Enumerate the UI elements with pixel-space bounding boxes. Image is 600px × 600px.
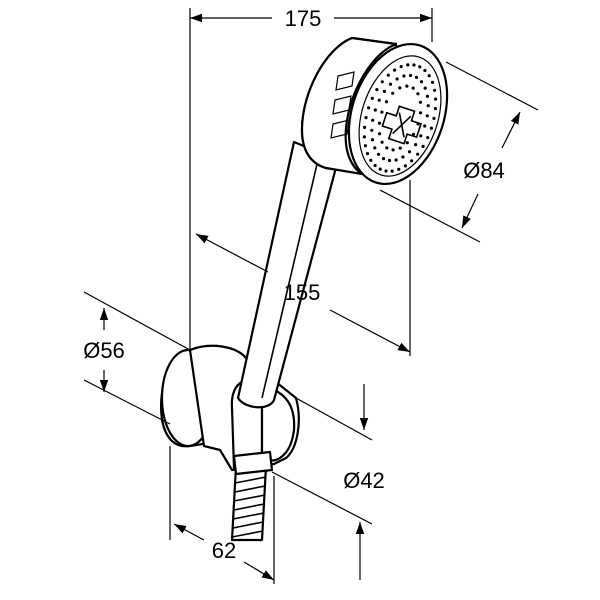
dim-holder-diameter: Ø56 [83, 291, 191, 425]
nozzle-dot [397, 167, 401, 171]
dim-head-diameter: Ø84 [379, 61, 539, 243]
nozzle-dot [403, 164, 407, 168]
dim-label-d56: Ø56 [83, 338, 125, 363]
nozzle-dot [429, 126, 433, 130]
nozzle-dot [376, 152, 381, 156]
nozzle-dot [430, 80, 435, 84]
nozzle-dot [384, 169, 388, 173]
nozzle-dot [398, 86, 402, 90]
nozzle-dot [406, 63, 410, 67]
nozzle-dot [433, 107, 437, 111]
wall-holder [160, 344, 300, 476]
dim-hose-nut-diameter: Ø42 [271, 384, 385, 580]
dim-label-155: 155 [284, 280, 321, 305]
dim-label-175: 175 [285, 6, 322, 31]
nozzle-dot [373, 163, 377, 168]
nozzle-dot [398, 146, 402, 150]
nozzle-dot [408, 73, 413, 78]
nozzle-dot [373, 108, 377, 112]
nozzle-dot [387, 158, 392, 163]
handle [236, 140, 340, 409]
nozzle-dot [426, 136, 430, 140]
nozzle-dot [423, 124, 427, 128]
nozzle-dot [425, 94, 430, 98]
dim-overall-width: 175 [189, 6, 433, 352]
hose [230, 464, 268, 542]
nozzle-dot [384, 100, 389, 104]
nozzle-dot [419, 134, 423, 138]
center-logo [381, 105, 422, 145]
nozzle-dot [370, 128, 374, 132]
nozzle-dot [365, 152, 370, 156]
nozzle-dot [369, 158, 373, 162]
nozzle-dot [410, 159, 414, 163]
nozzle-dot [377, 98, 381, 102]
nozzle-dot [364, 116, 368, 120]
nozzle-dot [367, 106, 371, 110]
nozzle-dot [416, 92, 420, 96]
nozzle-dot [411, 86, 415, 90]
nozzle-dot [414, 75, 419, 79]
nozzle-dot [426, 104, 430, 108]
nozzle-dot [390, 169, 394, 173]
nozzle-dot [399, 65, 403, 69]
nozzle-dot [386, 73, 390, 77]
nozzle-dot [378, 132, 382, 136]
dim-handle-length: 155 [195, 180, 411, 356]
nozzle-dot [419, 80, 424, 84]
nozzle-dot [382, 89, 386, 93]
nozzle-dot [432, 116, 436, 120]
nozzle-dot [377, 121, 382, 125]
nozzle-dot [427, 74, 431, 78]
dim-label-62: 62 [212, 538, 236, 563]
nozzle-dot [418, 100, 422, 104]
nozzle-dot [418, 111, 423, 115]
nozzle-dot [362, 135, 366, 139]
nozzle-dot [405, 141, 409, 145]
nozzle-dot [363, 144, 367, 148]
nozzle-dot [373, 146, 377, 150]
nozzle-dot [433, 88, 437, 92]
nozzle-dot [425, 114, 429, 118]
nozzle-dot [380, 140, 384, 144]
nozzle-dot [393, 68, 397, 72]
dim-label-d84: Ø84 [463, 158, 505, 183]
nozzle-dot [378, 167, 382, 171]
dim-holder-depth: 62 [169, 446, 275, 584]
nozzle-dot [407, 150, 412, 154]
nozzle-dot [385, 146, 389, 150]
nozzle-dot [388, 82, 393, 86]
nozzle-dot [418, 65, 422, 69]
nozzle-dot [423, 86, 427, 90]
nozzle-dot [371, 118, 375, 122]
nozzle-dot [416, 152, 420, 156]
nozzle-dot [370, 138, 375, 142]
nozzle-dot [391, 148, 395, 152]
nozzle-dot [423, 68, 427, 73]
nozzle-dot [421, 144, 425, 148]
nozzle-dot [380, 110, 384, 114]
nozzle-dot [434, 97, 438, 101]
nozzle-dot [391, 91, 395, 95]
spray-head [300, 36, 449, 186]
nozzle-dot [412, 63, 416, 67]
nozzle-dot [402, 74, 406, 78]
nozzle-dot [394, 158, 398, 162]
nozzle-dot [414, 143, 418, 147]
nozzle-dot [381, 157, 386, 161]
nozzle-dot [363, 125, 367, 129]
nozzle-dot [375, 88, 379, 92]
nozzle-dot [380, 80, 384, 84]
nozzle-dot [405, 84, 409, 88]
nozzle-dot [395, 77, 399, 81]
dim-label-d42: Ø42 [343, 468, 385, 493]
nozzle-dot [370, 96, 374, 100]
nozzle-dot [401, 155, 405, 159]
